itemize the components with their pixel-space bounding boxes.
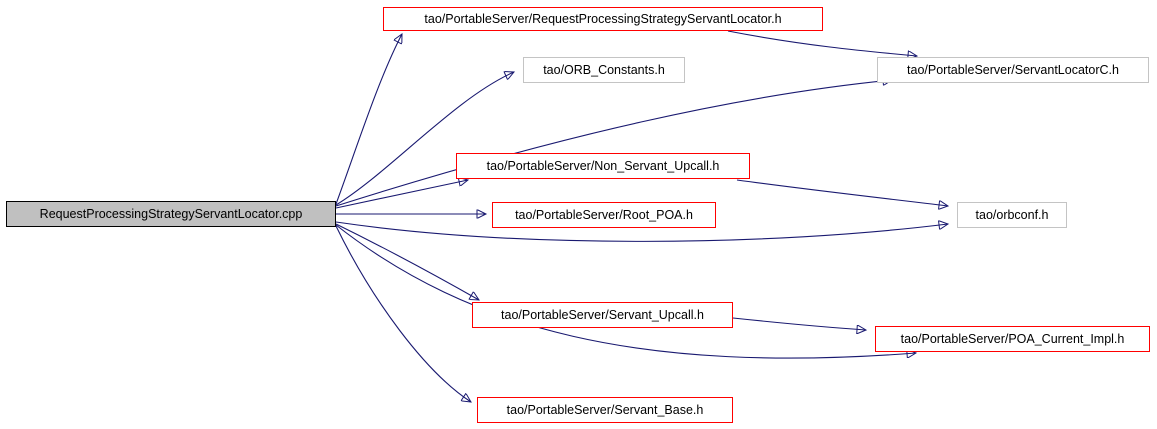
node-rps-servant-locator-h-label: tao/PortableServer/RequestProcessingStra… (424, 12, 782, 26)
node-non-servant-upcall-h[interactable]: tao/PortableServer/Non_Servant_Upcall.h (456, 153, 750, 179)
node-main-cpp[interactable]: RequestProcessingStrategyServantLocator.… (6, 201, 336, 227)
node-rps-servant-locator-h[interactable]: tao/PortableServer/RequestProcessingStra… (383, 7, 823, 31)
edge-main-to-orbconf-h (335, 222, 948, 242)
node-root-poa-h[interactable]: tao/PortableServer/Root_POA.h (492, 202, 716, 228)
node-orb-constants-h[interactable]: tao/ORB_Constants.h (523, 57, 685, 83)
edge-servant-upcall-h-to-poa-current-impl-h (732, 317, 866, 330)
node-orb-constants-h-label: tao/ORB_Constants.h (543, 63, 665, 77)
node-main-cpp-label: RequestProcessingStrategyServantLocator.… (39, 207, 303, 221)
node-servant-upcall-h-label: tao/PortableServer/Servant_Upcall.h (501, 308, 704, 322)
edge-main-to-poa-current-impl-h (335, 224, 916, 359)
edge-main-to-servant-locator-c-h (335, 80, 892, 207)
node-servant-base-h-label: tao/PortableServer/Servant_Base.h (506, 403, 704, 417)
edge-main-to-servant-base-h (335, 225, 471, 402)
edge-rps-servant-locator-h-to-servant-locator-c-h (727, 30, 917, 56)
node-orbconf-h[interactable]: tao/orbconf.h (957, 202, 1067, 228)
edge-main-to-non-servant-upcall-h (335, 180, 468, 209)
edge-non-servant-upcall-h-to-orbconf-h (736, 179, 948, 206)
edge-main-to-servant-upcall-h (335, 223, 479, 300)
node-servant-locator-c-h[interactable]: tao/PortableServer/ServantLocatorC.h (877, 57, 1149, 83)
edge-main-to-orb-constants-h (335, 72, 514, 206)
node-servant-locator-c-h-label: tao/PortableServer/ServantLocatorC.h (907, 63, 1119, 77)
node-servant-upcall-h[interactable]: tao/PortableServer/Servant_Upcall.h (472, 302, 733, 328)
node-poa-current-impl-h[interactable]: tao/PortableServer/POA_Current_Impl.h (875, 326, 1150, 352)
node-poa-current-impl-h-label: tao/PortableServer/POA_Current_Impl.h (900, 332, 1125, 346)
node-non-servant-upcall-h-label: tao/PortableServer/Non_Servant_Upcall.h (486, 159, 720, 173)
node-orbconf-h-label: tao/orbconf.h (975, 208, 1049, 222)
edge-main-to-rps-servant-locator-h (335, 34, 402, 205)
node-servant-base-h[interactable]: tao/PortableServer/Servant_Base.h (477, 397, 733, 423)
node-root-poa-h-label: tao/PortableServer/Root_POA.h (515, 208, 693, 222)
